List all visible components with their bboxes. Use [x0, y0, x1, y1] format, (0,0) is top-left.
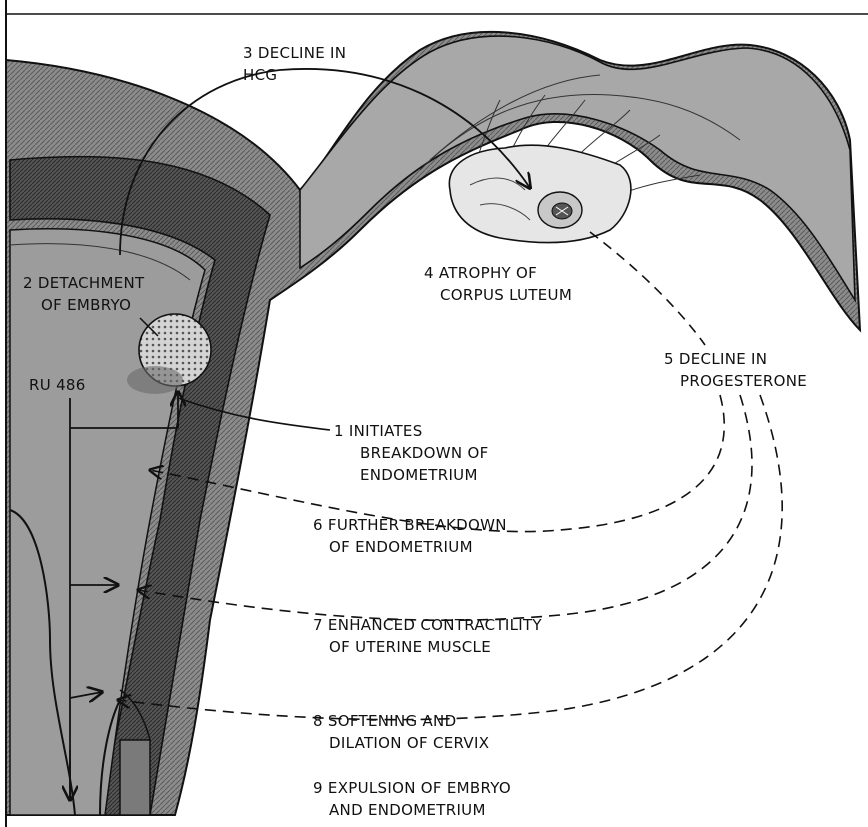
- label-step5: 5 DECLINE IN PROGESTERONE: [664, 348, 807, 392]
- label-step4-line1: 4 ATROPHY OF: [424, 262, 572, 284]
- label-step9-line2: AND ENDOMETRIUM: [313, 799, 511, 821]
- label-step9-line1: 9 EXPULSION OF EMBRYO: [313, 777, 511, 799]
- label-step5-line1: 5 DECLINE IN: [664, 348, 807, 370]
- label-step1: 1 INITIATES BREAKDOWN OF ENDOMETRIUM: [334, 420, 489, 486]
- label-step9: 9 EXPULSION OF EMBRYO AND ENDOMETRIUM: [313, 777, 511, 821]
- label-step4: 4 ATROPHY OF CORPUS LUTEUM: [424, 262, 572, 306]
- label-step1-line3: ENDOMETRIUM: [334, 464, 489, 486]
- label-step3-line1: 3 DECLINE IN: [243, 42, 346, 64]
- label-step2-line2: OF EMBRYO: [23, 294, 145, 316]
- corpus-luteum: [449, 145, 631, 242]
- label-step3: 3 DECLINE IN HCG: [243, 42, 346, 86]
- label-step1-line2: BREAKDOWN OF: [334, 442, 489, 464]
- label-step2: 2 DETACHMENT OF EMBRYO: [23, 272, 145, 316]
- label-ru486: RU 486: [29, 374, 86, 396]
- label-step7: 7 ENHANCED CONTRACTILITY OF UTERINE MUSC…: [313, 614, 542, 658]
- progesterone-dash: [590, 232, 705, 345]
- label-step7-line1: 7 ENHANCED CONTRACTILITY: [313, 614, 542, 636]
- label-step5-line2: PROGESTERONE: [664, 370, 807, 392]
- label-step6-line2: OF ENDOMETRIUM: [313, 536, 507, 558]
- label-step8-line2: DILATION OF CERVIX: [313, 732, 489, 754]
- label-step6: 6 FURTHER BREAKDOWN OF ENDOMETRIUM: [313, 514, 507, 558]
- label-step4-line2: CORPUS LUTEUM: [424, 284, 572, 306]
- label-step3-line2: HCG: [243, 64, 346, 86]
- label-step8-line1: 8 SOFTENING AND: [313, 710, 489, 732]
- label-step6-line1: 6 FURTHER BREAKDOWN: [313, 514, 507, 536]
- label-step1-line1: 1 INITIATES: [334, 420, 489, 442]
- label-step7-line2: OF UTERINE MUSCLE: [313, 636, 542, 658]
- label-step8: 8 SOFTENING AND DILATION OF CERVIX: [313, 710, 489, 754]
- label-ru486-text: RU 486: [29, 374, 86, 396]
- label-step2-line1: 2 DETACHMENT: [23, 272, 145, 294]
